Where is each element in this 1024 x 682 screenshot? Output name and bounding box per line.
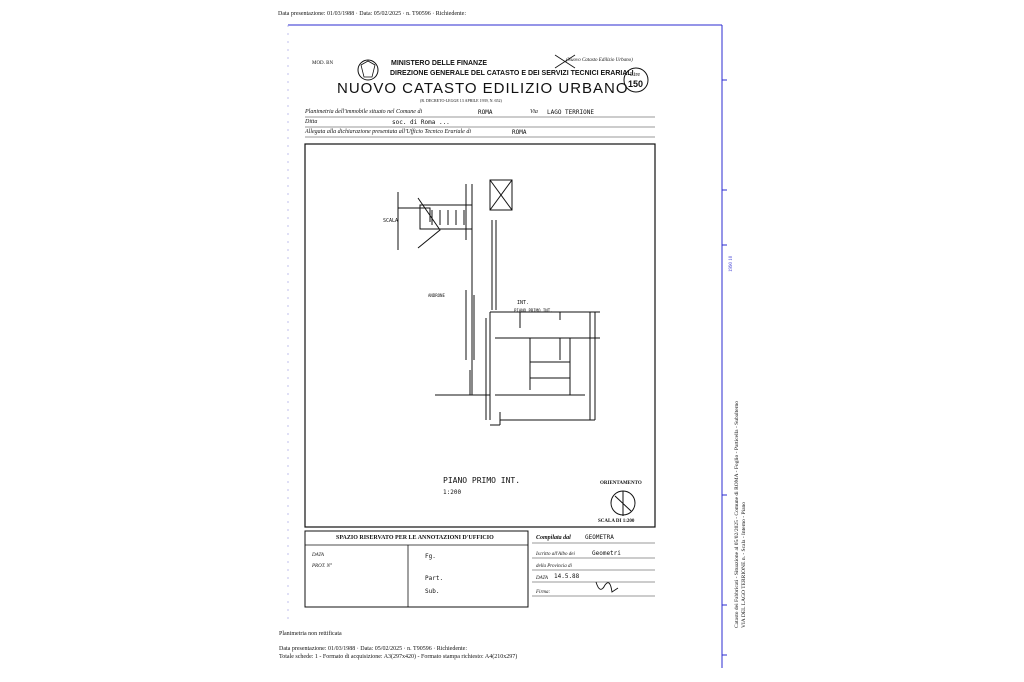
iscritto-value: Geometri — [592, 550, 621, 557]
floor-caption: PIANO PRIMO INT. — [443, 476, 521, 485]
plan-label-int: INT. — [517, 300, 530, 306]
plan-label-androne: ANDRONE — [428, 293, 445, 298]
data-label: DATA — [312, 553, 324, 558]
model-sub: (Nuovo Catasto Edilizio Urbano) — [566, 58, 633, 63]
footer-line-1: Data presentazione: 01/03/1988 · Data: 0… — [279, 646, 468, 652]
fg-value: Fg. — [425, 553, 436, 560]
side-text: Catasto dei Fabbricati - Situazione al 0… — [734, 401, 740, 628]
planimetria-label: Planimetria dell'immobile situato nel Co… — [305, 109, 423, 115]
data2-label: DATA — [536, 576, 548, 581]
prot-label: PROT. N° — [312, 564, 332, 569]
sub-value: Sub. — [425, 588, 440, 595]
document-subtitle: (R. DECRETO-LEGGE 13 APRILE 1939, N. 652… — [420, 98, 502, 103]
allegata-label: Allegata alla dichiarazione presentata a… — [305, 129, 471, 135]
ditta-label: Ditta — [305, 119, 318, 125]
plan-label-int-desc: PIANO PRIMO INT. — [514, 308, 553, 313]
compilata-label: Compilata dal — [536, 535, 571, 541]
plan-scale-caption: 1:200 — [443, 489, 462, 496]
firma-label: Firma: — [536, 590, 551, 595]
comune-value: ROMA — [478, 109, 493, 116]
part-value: Part. — [425, 575, 444, 582]
orientamento-label: ORIENTAMENTO — [600, 481, 642, 486]
iscritto-label: Iscritto all'Albo dei — [536, 552, 575, 557]
scala-label: SCALA DI 1:200 — [598, 519, 635, 524]
ministry-label: MINISTERO DELLE FINANZE — [391, 60, 488, 67]
via-value: LAGO TERRIONE — [547, 109, 594, 116]
provincia-label: della Provincia di — [536, 564, 572, 569]
riservato-title: SPAZIO RISERVATO PER LE ANNOTAZIONI D'UF… — [336, 535, 494, 541]
side-text-2: VIA DEL LAGO TERRIONE n. - Scala - Inter… — [741, 501, 747, 628]
top-info-line: Data presentazione: 01/03/1988 · Data: 0… — [278, 11, 467, 17]
allegata-value: ROMA — [512, 129, 527, 136]
lire-label: Lire — [630, 72, 640, 78]
document-title: NUOVO CATASTO EDILIZIO URBANO — [337, 80, 629, 97]
side-code: 1990 10 — [729, 255, 734, 272]
data2-value: 14.5.88 — [554, 573, 580, 580]
compilata-value: GEOMETRA — [585, 534, 614, 541]
model-code: MOD. BN — [312, 61, 334, 66]
lire-value: 150 — [628, 79, 644, 89]
direction-label: DIREZIONE GENERALE DEL CATASTO E DEI SER… — [390, 70, 634, 77]
footer-line-2: Totale schede: 1 - Formato di acquisizio… — [279, 654, 518, 660]
ditta-value: soc. di Roma ... — [392, 119, 450, 126]
via-label: Via — [530, 109, 538, 115]
planimetria-note: Planimetria non rettificata — [279, 631, 342, 637]
plan-label-scala: SCALA — [383, 218, 399, 224]
